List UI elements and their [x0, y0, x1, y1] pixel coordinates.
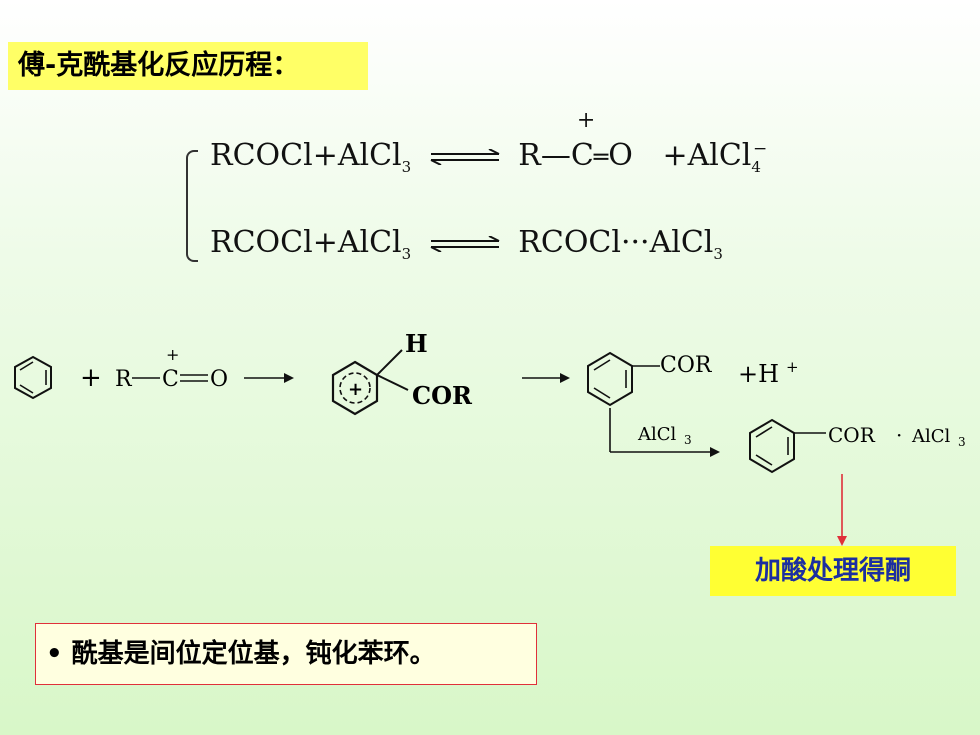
h-plus: +H [738, 360, 779, 388]
svg-text:+: + [786, 358, 799, 376]
red-down-arrow-icon [837, 474, 847, 546]
reaction-arrow-icon [522, 373, 570, 383]
eq1-alcl3: AlCl [337, 138, 402, 173]
equation-1: RCOCl+AlCl3 R—+C═O +AlCl4− [210, 108, 768, 176]
benzene-ring-icon [587, 351, 660, 407]
acylium-charge: + [166, 345, 179, 364]
complex-alcl: AlCl [911, 426, 951, 447]
acylium-o: O [210, 367, 228, 392]
eq2-plus: + [312, 225, 338, 260]
eq2-alcl3: AlCl [337, 225, 402, 260]
ketone-treatment-label: 加酸处理得酮 [710, 546, 956, 596]
acylium-r: R [115, 367, 133, 392]
mechanism-scheme: + R + C O + H COR COR +H + AlCl 3 [14, 329, 966, 474]
sigma-cor: COR [412, 381, 473, 410]
eq1-rcocl: RCOCl [210, 138, 313, 173]
complex-cor: COR [828, 423, 876, 447]
acylium-c: C [162, 367, 179, 392]
eq1-carbon: +C [570, 108, 596, 173]
benzene-ring-icon [14, 355, 52, 400]
reaction-arrow-icon [244, 373, 294, 383]
sigma-h: H [405, 329, 428, 358]
eq2-complex: RCOCl···AlCl [518, 225, 714, 260]
equilibrium-arrow-icon [430, 236, 500, 252]
svg-text:3: 3 [684, 433, 692, 447]
complex-dot: · [896, 423, 902, 447]
eq1-oxygen: O [608, 138, 633, 173]
eq2-rcocl: RCOCl [210, 225, 313, 260]
eq1-plus: + [312, 138, 338, 173]
equation-brace [186, 150, 198, 262]
sigma-plus: + [348, 379, 363, 400]
equation-2: RCOCl+AlCl3 RCOCl···AlCl3 [210, 225, 723, 263]
branch-arrow-icon [609, 408, 720, 457]
product-cor: COR [660, 353, 713, 378]
benzene-ring-icon [749, 418, 826, 474]
page-title: 傅-克酰基化反应历程： [8, 42, 368, 90]
sigma-complex-ring-icon [331, 349, 409, 416]
alcl3-label: AlCl [637, 424, 677, 445]
plus-sign-1: + [80, 363, 102, 393]
eq1-alcl4: AlCl [687, 138, 752, 173]
eq1-r: R— [518, 138, 571, 173]
equilibrium-arrow-icon [430, 149, 500, 165]
note-box: • 酰基是间位定位基，钝化苯环。 [35, 623, 537, 685]
svg-text:3: 3 [958, 435, 966, 449]
